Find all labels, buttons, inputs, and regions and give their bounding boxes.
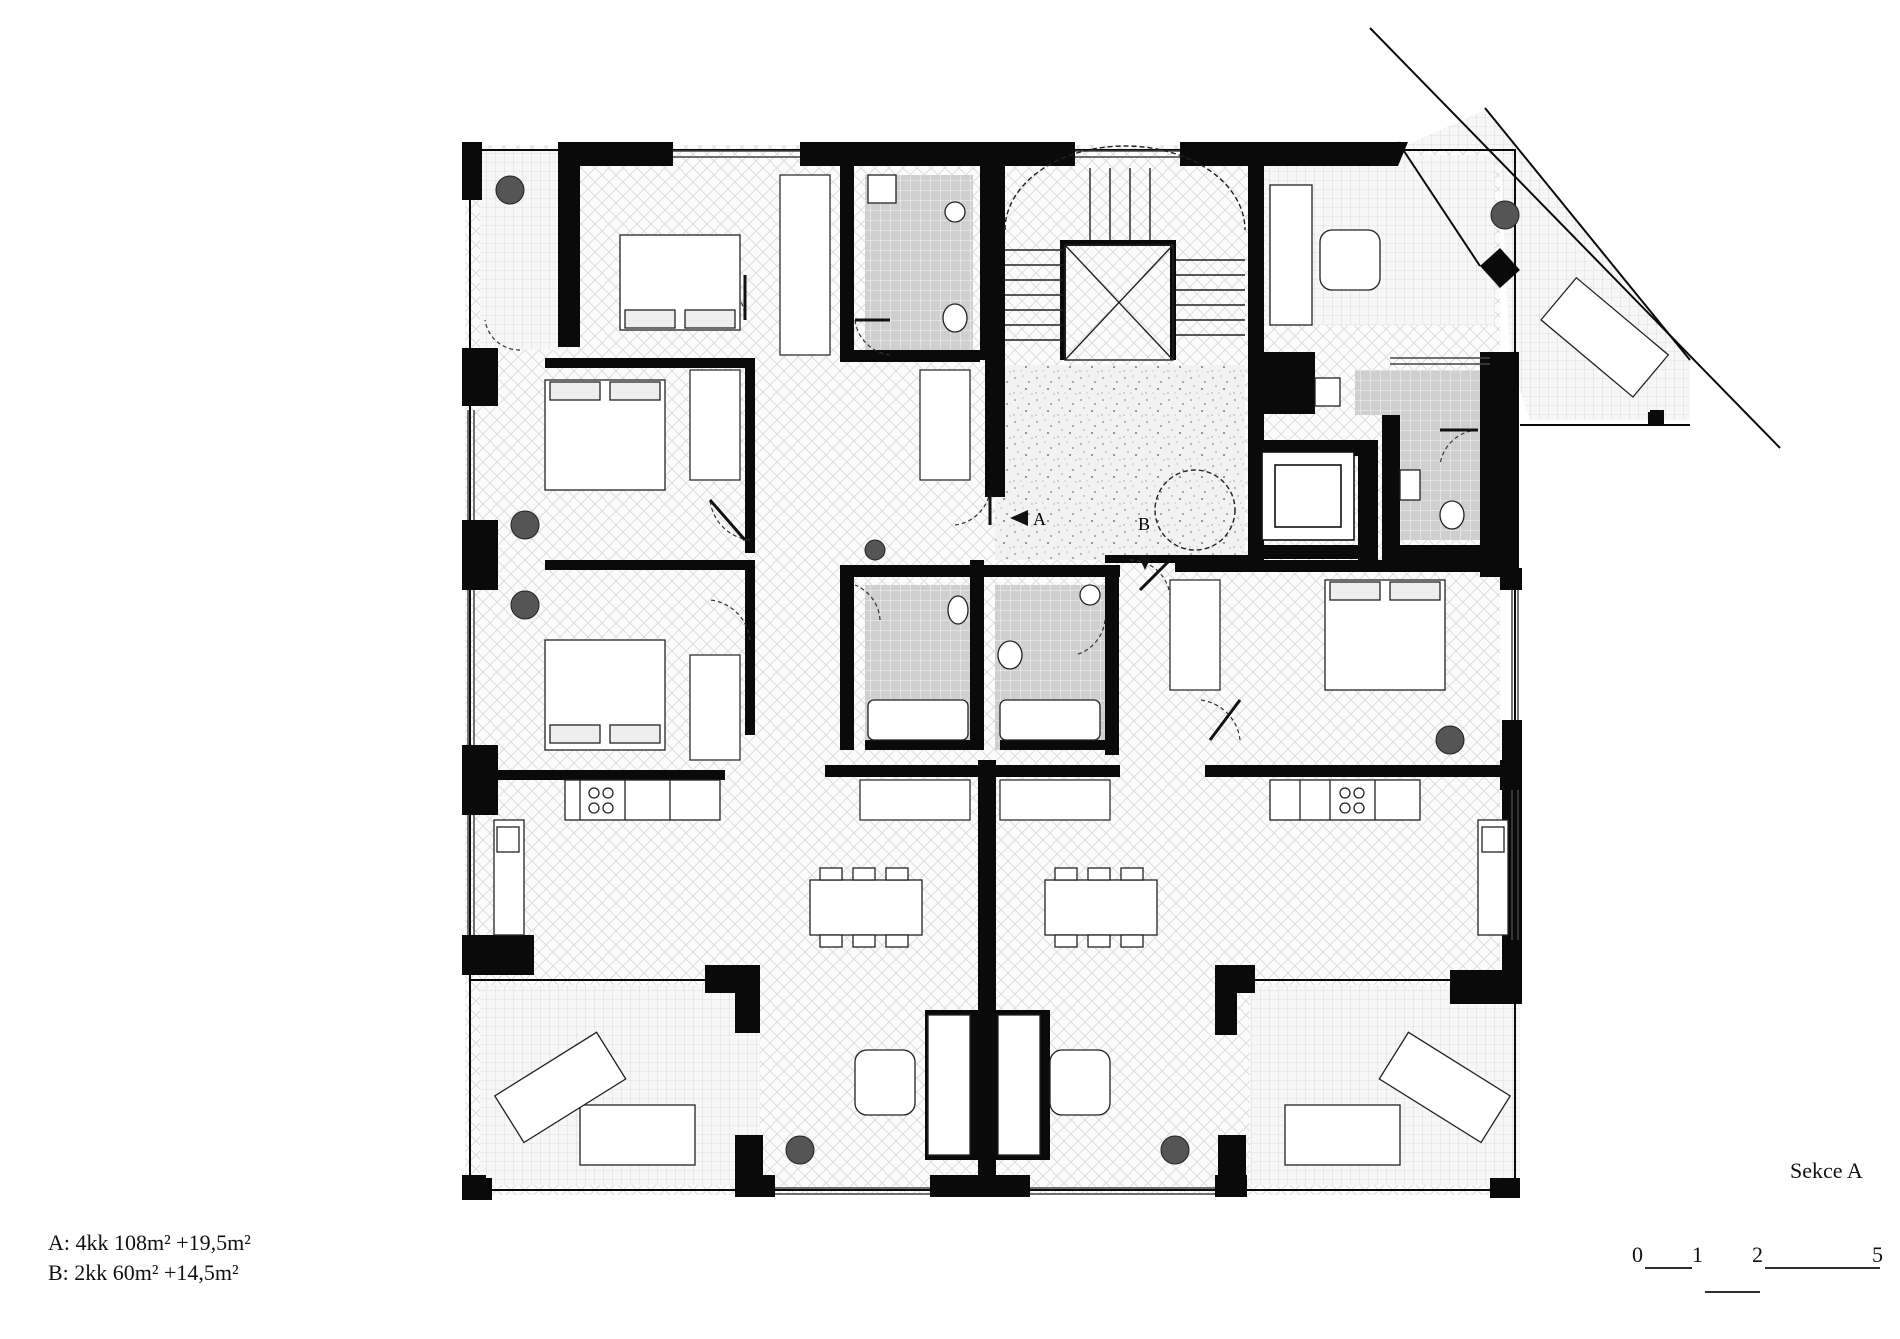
windows [467,150,1519,1195]
marker-a: A [1033,509,1046,529]
doors [484,274,1479,741]
scale-tick-2: 2 [1752,1242,1763,1267]
scale-bar [1645,1267,1880,1293]
dining-tables [579,867,1401,1166]
bath-fixtures [867,174,1465,741]
scale-tick-5: 5 [1872,1242,1883,1267]
marker-b: B [1138,514,1150,534]
apartment-legend: A: 4kk 108m² +19,5m² B: 2kk 60m² +14,5m² [48,1228,251,1288]
loungers [493,276,1670,1144]
kitchen-units [493,779,1509,936]
door-leaves [708,275,1478,741]
section-title: Sekce A [1790,1158,1863,1183]
scale-tick-0: 0 [1632,1242,1643,1267]
living-furniture [854,184,1381,1156]
stair [1004,145,1246,551]
beds [544,234,1446,751]
elevator [1261,451,1355,541]
legend-line-b: B: 2kk 60m² +14,5m² [48,1260,239,1285]
outline [469,27,1781,1191]
wardrobes [689,174,1221,821]
legend-line-a: A: 4kk 108m² +19,5m² [48,1230,251,1255]
scale-tick-1: 1 [1692,1242,1703,1267]
entrance-markers [1010,510,1152,570]
plant-icons [495,175,1520,1165]
